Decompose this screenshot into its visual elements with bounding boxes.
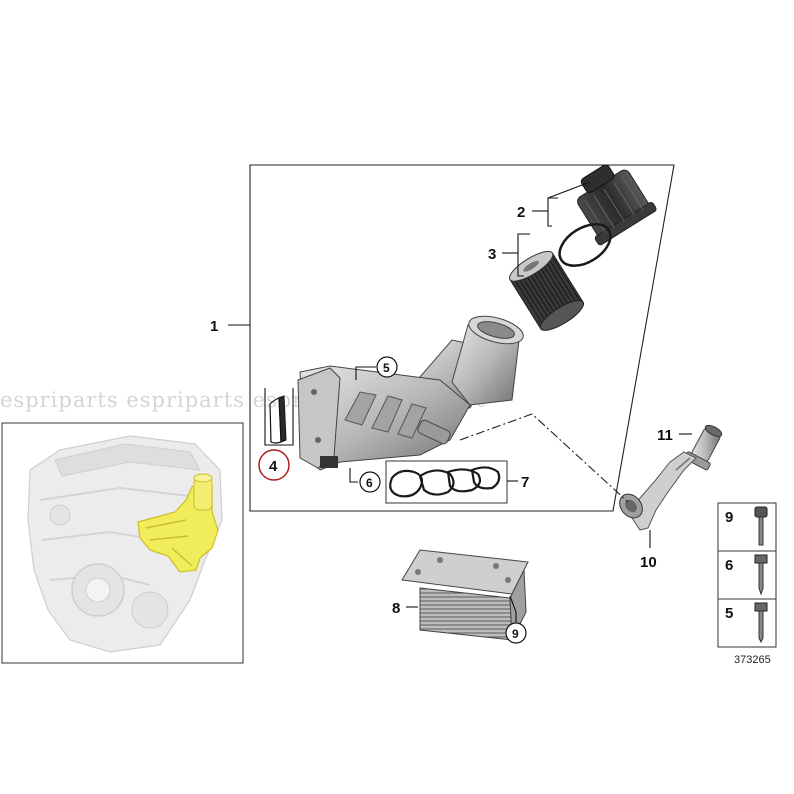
gasket-set [389,466,501,498]
flange-gasket [269,395,287,444]
callout-7: 7 [521,474,529,491]
callout-1: 1 [210,318,218,335]
callout-4: 4 [269,458,278,475]
gasket-bracket [264,388,294,446]
highlighted-oil-filter-housing [137,473,219,573]
fastener-6-image [754,554,768,596]
o-ring [558,223,612,267]
callout-9-circle [505,622,527,644]
callout-8: 8 [392,600,400,617]
fastener-panel [717,502,777,648]
fastener-label-9: 9 [725,509,733,526]
engine-block-image [27,435,223,653]
callout-6-circle [359,471,381,493]
gasket-set-frame [385,460,508,504]
oil-cooler [401,549,529,642]
callout-11: 11 [657,427,673,444]
callout-6: 6 [366,476,373,490]
coolant-pipe [619,451,697,531]
reference-number: 373265 [734,654,771,666]
callout-5: 5 [383,361,390,375]
callout-3: 3 [488,246,496,263]
gasket-callout-circle [258,449,290,481]
fastener-5-image [754,602,768,644]
fastener-label-6: 6 [725,557,733,574]
oil-filter-housing [297,315,524,471]
callout-9: 9 [512,627,519,641]
fastener-label-5: 5 [725,605,733,622]
fastener-9-image [754,506,768,546]
connection-line [459,413,629,503]
assembly-outline [249,164,675,512]
engine-overview [1,422,244,664]
fastener-panel-frame [717,502,777,648]
callout-2: 2 [517,204,525,221]
leader-lines [228,181,692,622]
filter-element [509,250,585,331]
callout-5-circle [376,356,398,378]
callout-10: 10 [640,554,657,571]
